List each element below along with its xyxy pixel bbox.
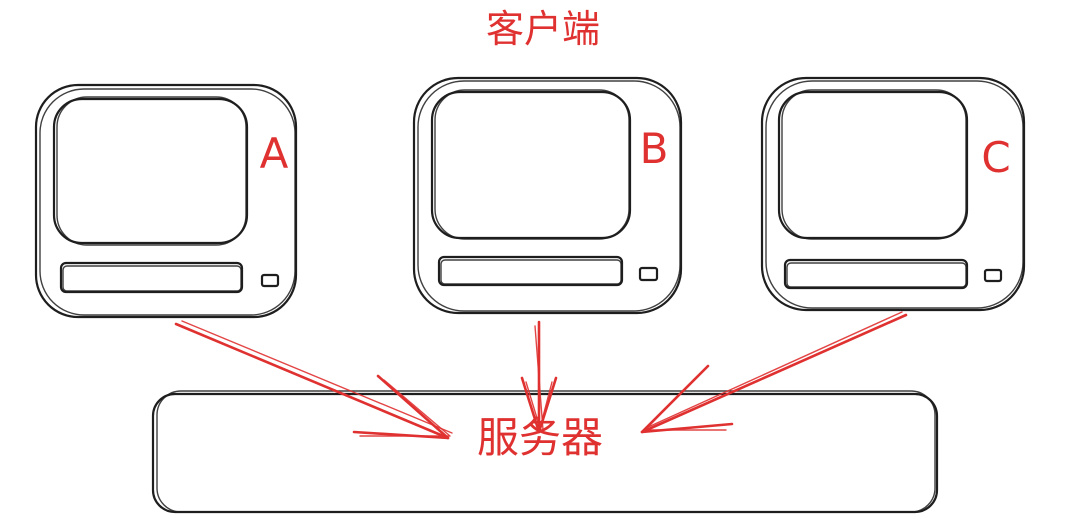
monitor-icon bbox=[412, 76, 683, 315]
clients-title: 客户端 bbox=[486, 7, 600, 51]
client-label-c: C bbox=[981, 133, 1010, 182]
monitor-icon bbox=[34, 83, 298, 319]
client-computer-a: A bbox=[34, 83, 298, 319]
client-label-b: B bbox=[640, 124, 669, 173]
client-computer-c: C bbox=[760, 76, 1026, 312]
client-label-a: A bbox=[260, 129, 289, 178]
arrow-a-to-server bbox=[174, 320, 453, 440]
arrow-b-to-server bbox=[520, 320, 558, 434]
arrow-c-to-server bbox=[640, 311, 908, 434]
monitor-icon bbox=[760, 76, 1026, 312]
client-computer-b: B bbox=[412, 76, 683, 315]
